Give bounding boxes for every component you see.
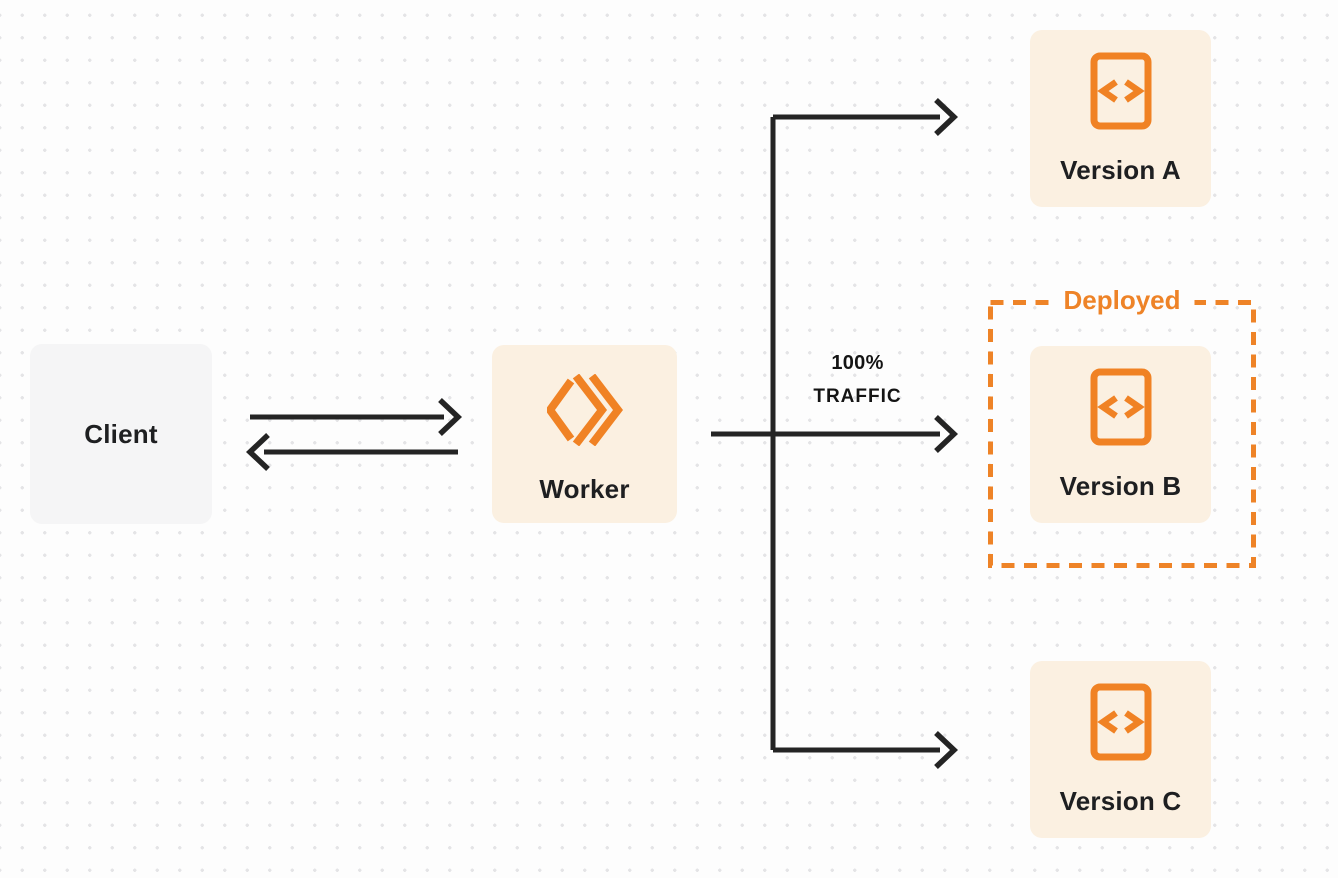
deployed-dashed-border [988, 300, 1256, 568]
worker-label: Worker [539, 474, 630, 504]
client-label: Client [84, 419, 158, 449]
node-version-b: Version B [1030, 346, 1211, 523]
code-brackets-document-icon [1090, 683, 1152, 761]
version-a-label: Version A [1060, 155, 1181, 185]
node-client: Client [30, 344, 212, 524]
arrowhead-right-icon [438, 398, 463, 436]
deployed-label: Deployed [1049, 283, 1195, 317]
arrowhead-middle-icon [934, 415, 959, 453]
arrowhead-bottom-icon [934, 731, 959, 769]
version-c-label: Version C [1059, 786, 1182, 816]
version-b-label: Version B [1059, 471, 1182, 501]
traffic-percent-label: 100% [831, 352, 884, 374]
code-brackets-document-icon [1090, 52, 1152, 130]
deployed-region: Deployed [988, 283, 1256, 568]
traffic-word-label: TRAFFIC [813, 386, 902, 407]
arrowhead-left-icon [245, 433, 270, 471]
node-version-c: Version C [1030, 661, 1211, 838]
node-worker: Worker [492, 345, 677, 523]
node-version-a: Version A [1030, 30, 1211, 207]
code-brackets-document-icon [1090, 368, 1152, 446]
workers-double-chevron-icon [546, 374, 623, 446]
arrowhead-top-icon [934, 98, 959, 136]
